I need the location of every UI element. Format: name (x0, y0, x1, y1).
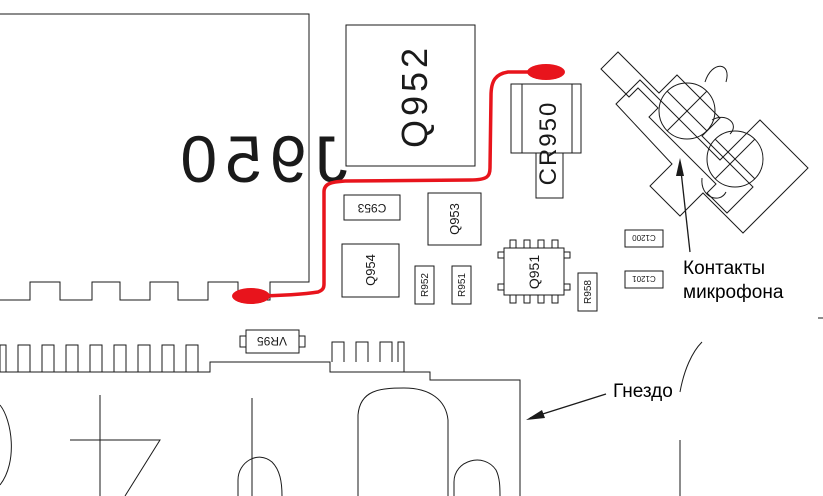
q951-component: Q951 (497, 239, 571, 304)
mic-contacts-line1: Контакты (683, 258, 766, 279)
c953-label: C953 (357, 201, 386, 215)
jumper-wire-path (250, 70, 547, 298)
r952-component: R952 (414, 265, 435, 305)
c1201-label: C1201 (632, 274, 656, 283)
q954-component: Q954 (341, 243, 400, 298)
mic-arrow (676, 158, 691, 253)
c1201-component: C1201 (624, 270, 664, 289)
vr95-label: VR95 (257, 334, 287, 348)
q954-label: Q954 (363, 254, 378, 286)
solder-point-right (527, 64, 565, 80)
socket-body (0, 317, 823, 496)
j950-connector: J950 (0, 13, 348, 301)
r952-label: R952 (420, 273, 431, 297)
mic-contacts-line2: микрофона (683, 282, 784, 303)
r951-component: R951 (451, 265, 472, 305)
vr95-component: VR95 (239, 329, 306, 354)
mic-contacts-label: Контакты микрофона (683, 257, 783, 305)
q953-component: Q953 (427, 192, 482, 246)
jumper-wire (232, 64, 565, 304)
cr950-label: CR950 (535, 101, 562, 186)
q953-label: Q953 (447, 203, 462, 235)
r958-component: R958 (577, 272, 598, 312)
q952-component: Q952 (345, 24, 476, 167)
cr950-component: CR950 (510, 83, 582, 199)
c1200-component: C1200 (624, 229, 664, 248)
socket-label: Гнездо (613, 381, 673, 402)
j950-label: J950 (172, 122, 347, 196)
q952-label: Q952 (394, 44, 435, 148)
q951-label: Q951 (526, 255, 542, 289)
microphone-contacts (600, 51, 809, 234)
solder-point-left (232, 288, 270, 304)
r958-label: R958 (583, 280, 594, 304)
socket-arrow (526, 393, 607, 420)
c953-component: C953 (343, 194, 401, 221)
c1200-label: C1200 (632, 233, 656, 242)
r951-label: R951 (457, 273, 468, 297)
